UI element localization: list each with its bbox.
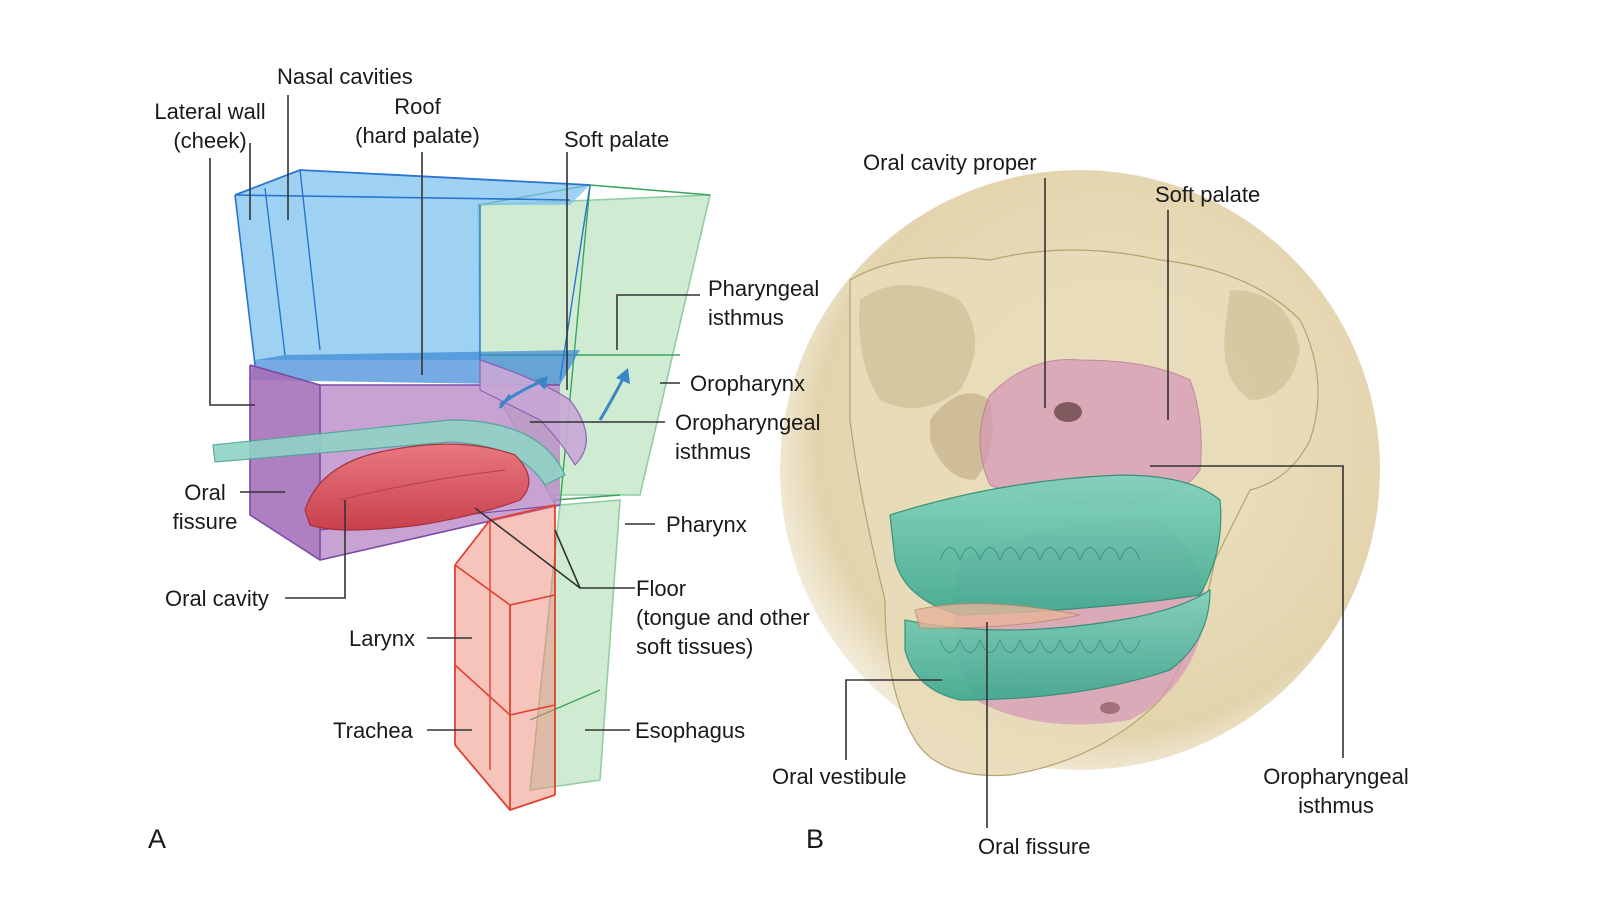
label-roof: Roof (hard palate) <box>345 92 490 150</box>
label-oropharyngeal-isthmus-a-line1: Oropharyngeal <box>675 410 821 435</box>
label-pharyngeal-isthmus-line2: isthmus <box>708 305 784 330</box>
label-oropharyngeal-isthmus-a: Oropharyngeal isthmus <box>675 408 821 466</box>
label-oropharyngeal-isthmus-b-line2: isthmus <box>1298 793 1374 818</box>
label-nasal-cavities: Nasal cavities <box>277 64 413 89</box>
label-oral-fissure-b: Oral fissure <box>978 834 1091 859</box>
label-oropharynx: Oropharynx <box>690 371 805 396</box>
label-lateral-wall-line2: (cheek) <box>173 128 247 153</box>
label-oral-cavity-proper: Oral cavity proper <box>863 150 1037 175</box>
label-lateral-wall-line1: Lateral wall <box>154 99 266 124</box>
panel-a-diagram <box>209 95 712 812</box>
label-trachea: Trachea <box>333 718 413 743</box>
panel-b-skull <box>780 170 1380 828</box>
label-floor-line1: Floor <box>636 576 687 601</box>
label-oral-vestibule: Oral vestibule <box>772 764 907 789</box>
label-esophagus: Esophagus <box>635 718 746 743</box>
label-floor-line2: (tongue and other <box>636 605 810 630</box>
label-pharyngeal-isthmus-line1: Pharyngeal <box>708 276 820 301</box>
larynx-trachea-block <box>454 504 556 812</box>
label-oropharyngeal-isthmus-b: Oropharyngeal isthmus <box>1246 762 1426 820</box>
label-floor-line3: soft tissues) <box>636 634 754 659</box>
label-oral-cavity: Oral cavity <box>165 586 269 611</box>
label-oropharyngeal-isthmus-a-line2: isthmus <box>675 439 751 464</box>
label-oral-fissure-a-line1: Oral <box>184 480 226 505</box>
panel-b-letter: B <box>806 824 825 854</box>
label-lateral-wall: Lateral wall (cheek) <box>145 97 275 155</box>
label-oral-fissure-a: Oral fissure <box>160 478 250 536</box>
label-oropharyngeal-isthmus-b-line1: Oropharyngeal <box>1263 764 1409 789</box>
label-oral-fissure-a-line2: fissure <box>172 509 238 534</box>
label-floor: Floor (tongue and other soft tissues) <box>636 574 810 661</box>
label-soft-palate-b: Soft palate <box>1155 182 1261 207</box>
panel-b-leaders <box>845 178 1344 828</box>
label-pharynx: Pharynx <box>666 512 747 537</box>
panel-a-leaders <box>209 95 700 731</box>
label-pharyngeal-isthmus: Pharyngeal isthmus <box>708 274 819 332</box>
label-larynx: Larynx <box>349 626 416 651</box>
label-roof-line1: Roof <box>394 94 441 119</box>
label-roof-line2: (hard palate) <box>355 123 480 148</box>
panel-a-letter: A <box>148 824 167 854</box>
label-soft-palate-a: Soft palate <box>564 127 670 152</box>
